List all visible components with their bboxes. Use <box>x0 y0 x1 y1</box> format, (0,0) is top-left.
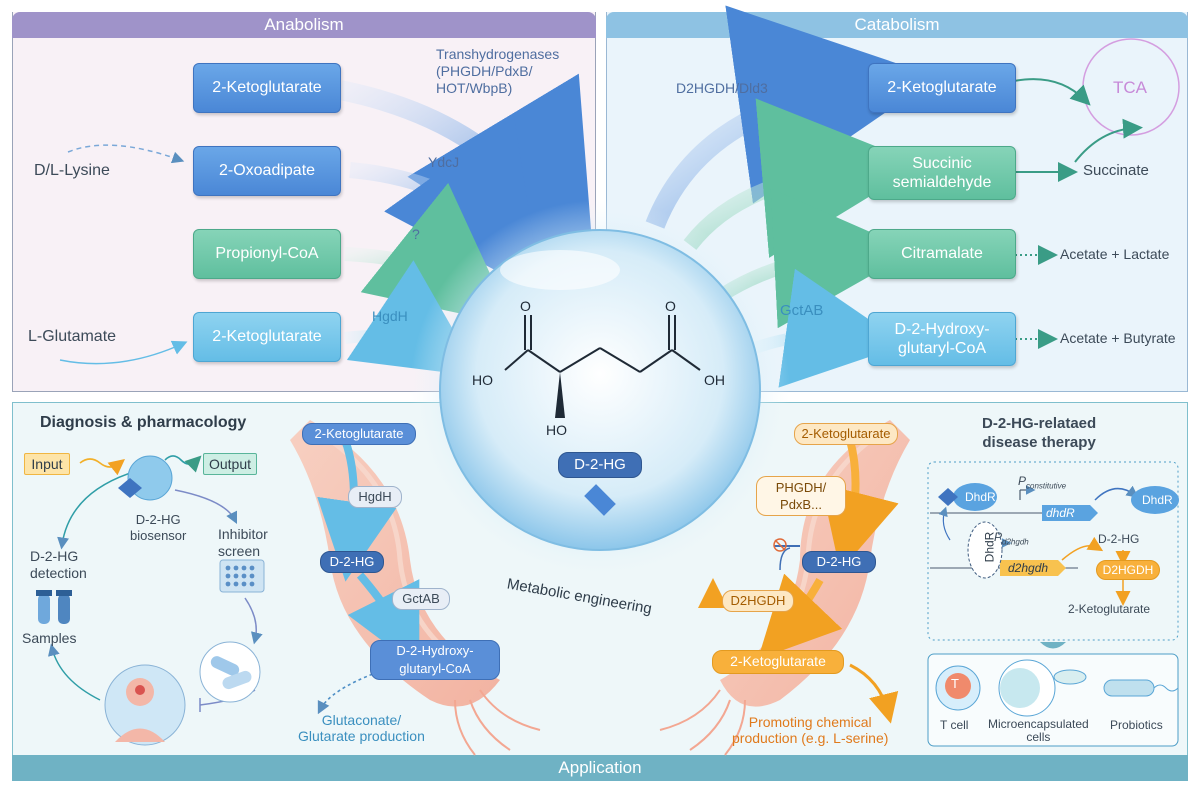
p-d2hgdh-label: Pd2hgdh <box>994 530 1029 547</box>
left-cell-gctab: GctAB <box>392 588 450 610</box>
d2hgdh-gene-label: d2hgdh <box>1008 561 1049 575</box>
succinate-label: Succinate <box>1083 162 1149 179</box>
enzyme-gctab: GctAB <box>780 302 824 319</box>
source-glutamate: L-Glutamate <box>28 328 117 345</box>
enzyme-unknown: ? <box>412 226 420 242</box>
enzyme-d2hgdh: D2HGDH/Dld3 <box>676 80 768 96</box>
left-cell-d2hg: D-2-HG <box>320 551 384 573</box>
d2hgdh-protein-label: D2HGDH <box>1096 560 1160 580</box>
application-header: Application <box>12 755 1188 781</box>
dhdr-protein-label: DhdR <box>965 490 996 504</box>
left-cell-hydroxyglutaryl-coa: D-2-Hydroxy-glutaryl-CoA <box>370 640 500 680</box>
catabolism-box-ketoglutarate: 2-Ketoglutarate <box>868 63 1016 113</box>
right-cell-d2hg: D-2-HG <box>802 551 876 573</box>
catabolism-box-citramalate: Citramalate <box>868 229 1016 279</box>
carrier-tcell: T cell <box>940 718 969 732</box>
dhdr-protein-label-2: DhdR <box>1142 493 1173 507</box>
left-cell-ketoglutarate: 2-Ketoglutarate <box>302 423 416 445</box>
atom-o1: O <box>520 298 531 314</box>
p-constitutive-label: Pconstitutive <box>1018 474 1067 491</box>
atom-o2: O <box>665 298 676 314</box>
catabolism-box-hydroxyglutaryl-coa: D-2-Hydroxy-glutaryl-CoA <box>868 312 1016 366</box>
input-label: Input <box>24 453 70 475</box>
right-cell-phgdh-pdxb: PHGDH/PdxB... <box>756 476 846 516</box>
therapy-ketoglutarate-label: 2-Ketoglutarate <box>1068 602 1151 616</box>
anabolism-box-ketoglutarate: 2-Ketoglutarate <box>193 63 341 113</box>
tcell-letter: T <box>951 676 959 691</box>
center-d2hg-label: D-2-HG <box>558 452 642 478</box>
anabolism-box-propionyl-coa: Propionyl-CoA <box>193 229 341 279</box>
right-cell-d2hgdh: D2HGDH <box>722 590 794 612</box>
enzyme-ydcj: YdcJ <box>428 154 460 170</box>
catabolism-box-succinic-semialdehyde: Succinic semialdehyde <box>868 146 1016 200</box>
enzyme-hgdh: HgdH <box>372 308 408 324</box>
acetate-butyrate-label: Acetate + Butyrate <box>1060 330 1176 346</box>
atom-ho: HO <box>472 372 493 388</box>
output-label: Output <box>203 453 257 475</box>
samples-label: Samples <box>22 630 77 646</box>
anabolism-header: Anabolism <box>12 12 596 38</box>
enzyme-transhydrogenases: Transhydrogenases (PHGDH/PdxB/ HOT/WbpB) <box>436 46 560 96</box>
right-cell-ketoglutarate-2: 2-Ketoglutarate <box>712 650 844 674</box>
source-lysine: D/L-Lysine <box>34 162 110 179</box>
dhdr-gene-label: dhdR <box>1046 506 1075 520</box>
atom-oh: OH <box>704 372 725 388</box>
tca-cycle-label: TCA <box>1113 78 1147 97</box>
atom-ho-sub: HO <box>546 422 567 438</box>
carrier-probiotics: Probiotics <box>1110 718 1163 732</box>
therapy-d2hg-label: D-2-HG <box>1098 532 1140 546</box>
anabolism-box-ketoglutarate-2: 2-Ketoglutarate <box>193 312 341 362</box>
acetate-lactate-label: Acetate + Lactate <box>1060 246 1170 262</box>
diagnosis-title: Diagnosis & pharmacology <box>40 414 247 431</box>
right-cell-ketoglutarate: 2-Ketoglutarate <box>794 423 898 445</box>
anabolism-box-oxoadipate: 2-Oxoadipate <box>193 146 341 196</box>
left-cell-hgdh: HgdH <box>348 486 402 508</box>
left-cell-product: Glutaconate/Glutarate production <box>298 712 425 744</box>
